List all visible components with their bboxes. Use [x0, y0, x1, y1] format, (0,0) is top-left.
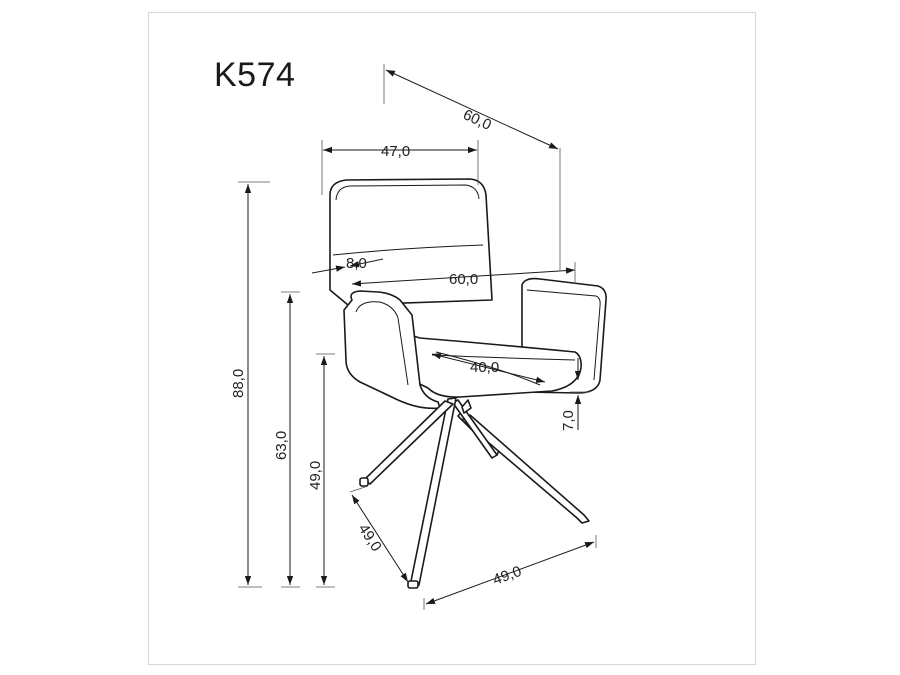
dim-depth-top: 60,0	[460, 106, 494, 134]
dim-total-height: 88,0	[230, 369, 247, 398]
dim-seat-height: 49,0	[307, 461, 324, 490]
dim-base-depth: 49,0	[355, 521, 385, 555]
dim-seat-depth: 40,0	[470, 359, 499, 376]
dim-width-top: 47,0	[381, 143, 410, 160]
dim-width-arms: 60,0	[449, 271, 478, 288]
dim-base-width: 49,0	[491, 563, 524, 589]
dimension-lines	[238, 64, 597, 610]
model-title: K574	[214, 56, 296, 94]
drawing-frame	[148, 12, 756, 665]
dim-arm-floor-height: 63,0	[273, 431, 290, 460]
dim-arm-height: 7,0	[560, 410, 577, 431]
dim-arm-width: 8,0	[346, 255, 367, 272]
